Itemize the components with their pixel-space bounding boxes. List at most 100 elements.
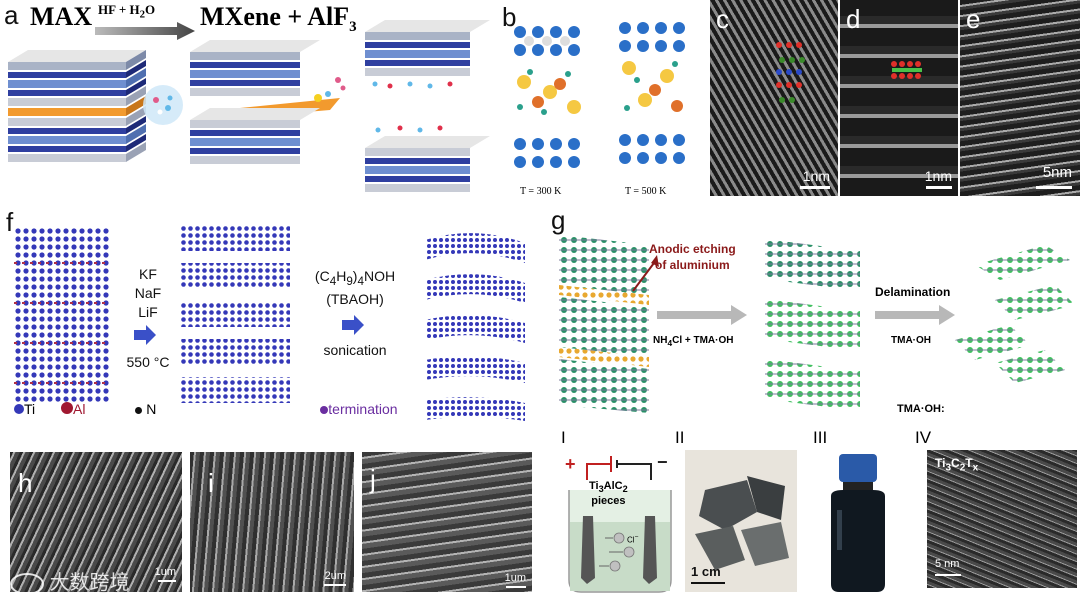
electrolyte-label: NH4Cl + TMA·OH — [653, 335, 734, 348]
max-label: MAX — [30, 2, 93, 31]
mxene-dispersion-vial-icon — [831, 454, 885, 592]
arrow-right-icon — [657, 305, 747, 325]
atom-overlay — [891, 61, 922, 79]
panel-j-scale-label: 1um — [504, 572, 526, 584]
panel-h-scale-bar — [158, 580, 176, 582]
max-crystal-lattice — [14, 227, 110, 403]
arrow-right-icon — [134, 325, 156, 345]
max-layers — [8, 50, 146, 162]
salt-naf: NaF — [134, 284, 162, 301]
panel-e-stem-image: e 5nm — [960, 0, 1080, 196]
legend-termination: termination — [328, 401, 398, 417]
temperature-label: 550 °C — [126, 354, 170, 370]
reagent-label: HF + H2O — [98, 2, 156, 21]
tma-oh-label: TMA·OH — [891, 335, 931, 346]
watermark-text: 大数跨境 — [49, 572, 130, 594]
roman-ii-label: II — [675, 428, 685, 447]
panel-h-sem-image: h 1um — [10, 452, 182, 592]
max-ball-stick-model — [559, 235, 649, 413]
panel-c-scale-bar — [800, 186, 830, 189]
panel-f: f KF NaF LiF 550 °C (C4H9)4NOH (TBAOH) s… — [0, 205, 540, 430]
etched-ball-stick-model — [765, 239, 860, 411]
panel-c-stem-image: c 1nm — [710, 0, 838, 196]
tma-oh-legend-label: TMA·OH: — [897, 403, 945, 415]
panel-a-letter: a — [4, 0, 19, 30]
panel-d-letter: d — [846, 4, 861, 34]
layered-lattice — [180, 225, 290, 403]
electrochemical-cell-icon — [568, 456, 672, 593]
sonication-label: sonication — [323, 342, 387, 358]
panel-roman: I II III IV + − Ti3AlC2 pieces Cl− 1 cm — [545, 428, 1080, 597]
tbaoh-label: (C4H9)4NOH (TBAOH) — [314, 268, 396, 307]
n-legend-icon — [135, 407, 143, 414]
legend-n: N — [146, 401, 157, 417]
salt-kf: KF — [139, 266, 157, 282]
legend-ti: Ti — [24, 401, 36, 417]
plus-terminal-label: + — [565, 454, 576, 474]
delamination-label: Delamination — [875, 285, 951, 299]
chloride-ion-label: Cl− — [627, 534, 639, 545]
panel-b-letter: b — [502, 2, 517, 32]
ti3c2tx-label: Ti3C2Tx — [935, 456, 979, 474]
arrow-right-icon — [875, 305, 955, 325]
panel-d-scale-bar — [926, 186, 952, 189]
panel-i-scale-label: 2um — [324, 570, 346, 582]
delaminated-flakes — [425, 233, 525, 421]
panel-i-sem-image: i 2um — [190, 452, 354, 592]
reaction-arrow — [95, 22, 195, 40]
watermark: 大数跨境 — [10, 566, 130, 595]
panel-e-scale-bar — [1036, 186, 1072, 189]
panel-j-scale-bar — [506, 586, 526, 588]
atom-legend: Ti Al N termination — [14, 401, 398, 417]
panel-f-letter: f — [6, 207, 14, 237]
separated-layer-stacks — [365, 20, 490, 192]
panel-ii-scale-label: 1 cm — [691, 564, 721, 579]
panel-h-letter: h — [18, 468, 33, 498]
arrow-right-icon — [342, 315, 364, 335]
panel-g-letter: g — [551, 205, 566, 235]
panel-j-sem-image: j 1um — [362, 452, 532, 592]
temp-300k-label: T = 300 K — [520, 186, 562, 197]
temp-500k-label: T = 500 K — [625, 186, 667, 197]
panel-e-scale-label: 5nm — [1042, 164, 1072, 181]
panel-e-letter: e — [966, 4, 981, 34]
md-snapshot-300k — [514, 26, 581, 168]
ti-legend-icon — [14, 404, 24, 414]
panel-c-scale-label: 1nm — [802, 168, 830, 184]
termination-legend-icon — [320, 406, 329, 414]
panel-h-scale-label: 1um — [154, 566, 176, 578]
panel-iv-scale-bar — [935, 574, 961, 576]
etchant-bubble — [143, 85, 183, 125]
panel-ii-photo: 1 cm — [685, 450, 797, 592]
panel-ii-scale-bar — [691, 582, 725, 584]
panel-d-stem-image: d 1nm — [840, 0, 958, 196]
etching-layer-stack — [190, 40, 346, 164]
panel-b: b T = 300 K T = 500 K — [490, 0, 705, 205]
roman-i-label: I — [561, 428, 566, 447]
max-layer-stack — [8, 50, 146, 162]
roman-iv-label: IV — [915, 428, 932, 447]
panel-iv-hrtem-image: Ti3C2Tx 5 nm — [927, 450, 1077, 588]
minus-terminal-label: − — [657, 452, 668, 472]
panel-j-letter: j — [370, 464, 376, 494]
panel-a: a MAX HF + H2O MXene + AlF3 — [0, 0, 505, 210]
ti3alc2-pieces-image — [695, 476, 789, 570]
cell-pieces-label: Ti3AlC2 pieces — [589, 480, 628, 508]
salt-lif: LiF — [138, 303, 158, 320]
panel-c-letter: c — [716, 4, 729, 34]
panel-d-scale-label: 1nm — [924, 168, 952, 184]
salt-list: KF NaF LiF — [128, 265, 168, 322]
product-label: MXene + AlF3 — [200, 2, 357, 36]
mxene-flakes — [955, 245, 1075, 383]
etch-pointer-arrow — [632, 255, 659, 292]
md-snapshot-500k — [619, 22, 685, 164]
panel-i-scale-bar — [324, 584, 346, 586]
roman-iii-label: III — [813, 428, 828, 447]
legend-al: Al — [73, 401, 86, 417]
al-legend-icon — [61, 402, 74, 414]
watermark-logo-icon — [10, 572, 44, 595]
atom-overlay — [776, 42, 805, 103]
panel-iv-scale-label: 5 nm — [935, 558, 960, 570]
